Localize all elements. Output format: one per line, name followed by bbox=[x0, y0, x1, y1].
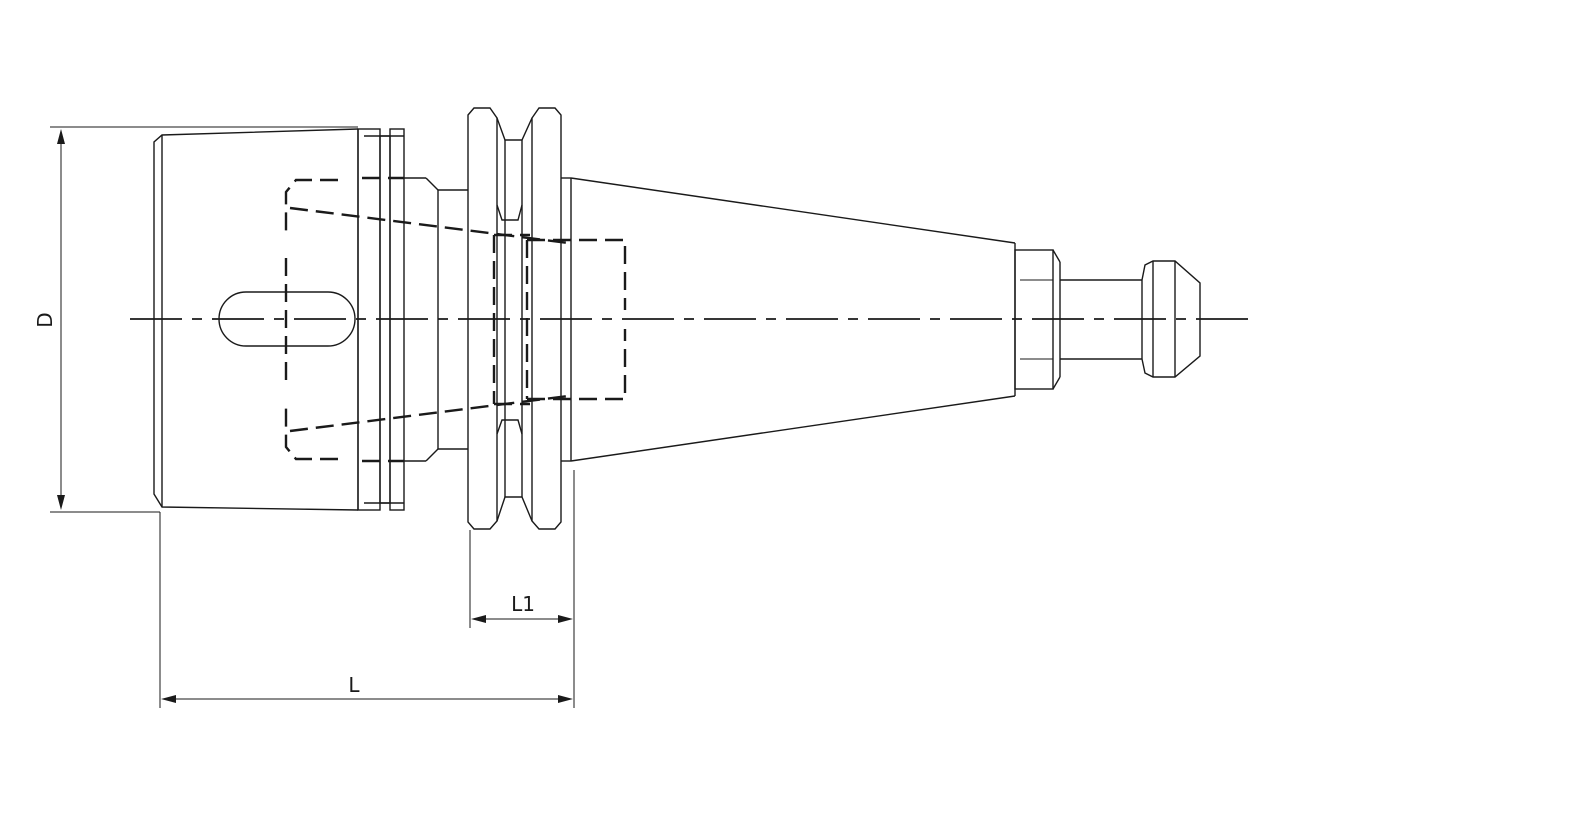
dimension-d: D bbox=[33, 126, 358, 513]
dimension-l-label: L bbox=[348, 673, 360, 697]
dimension-d-arrow-top bbox=[57, 129, 65, 144]
dimension-l: L bbox=[159, 512, 573, 708]
dimension-l1-arrow-left bbox=[471, 615, 486, 623]
dimension-l1-label: L1 bbox=[511, 592, 535, 616]
dimension-l-arrow-right bbox=[558, 695, 573, 703]
dimension-d-arrow-bottom bbox=[57, 495, 65, 510]
dimension-d-label: D bbox=[33, 312, 57, 327]
dimension-l-arrow-left bbox=[161, 695, 176, 703]
hidden-bore-lines bbox=[284, 176, 627, 463]
dimension-l1: L1 bbox=[469, 470, 575, 708]
dimension-l1-arrow-right bbox=[558, 615, 573, 623]
keyway-slot bbox=[218, 291, 356, 347]
